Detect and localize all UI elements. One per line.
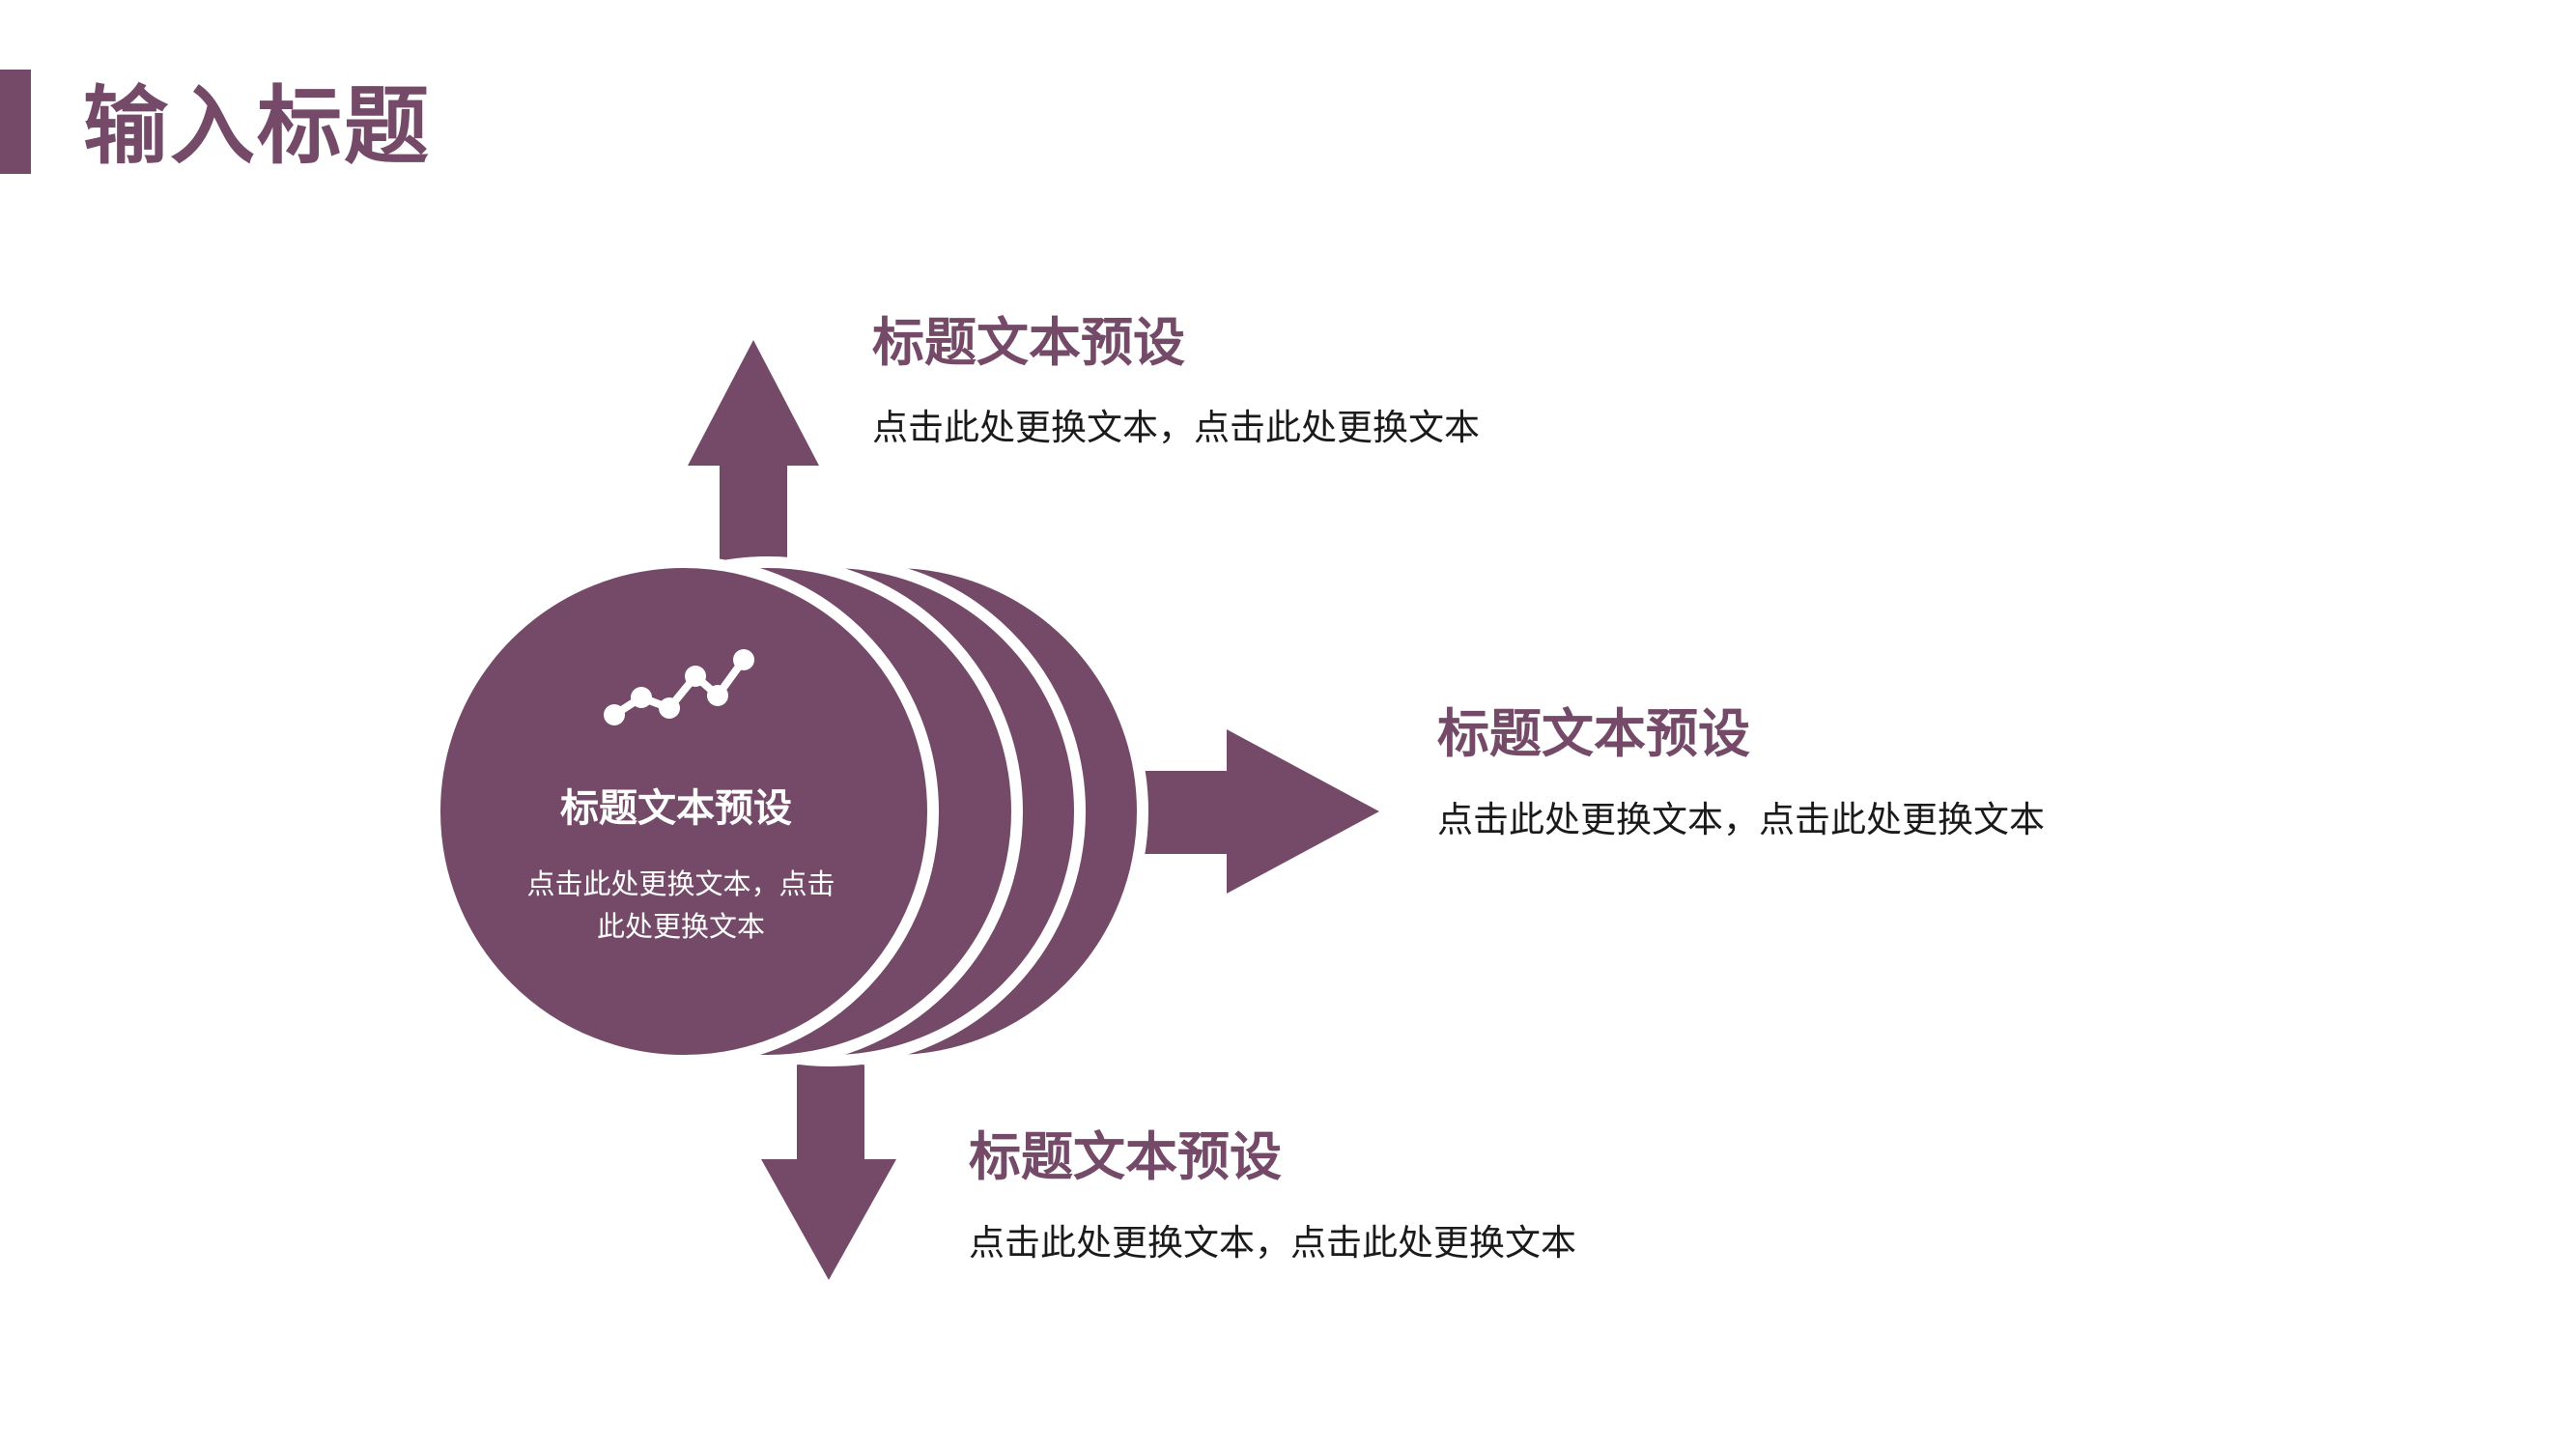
line-chart-icon (604, 649, 754, 725)
item-up-title: 标题文本预设 (872, 312, 1185, 373)
title-accent-bar (0, 70, 31, 174)
center-title: 标题文本预设 (560, 786, 792, 831)
item-down-description: 点击此处更换文本，点击此处更换文本 (969, 1222, 1576, 1264)
item-right-title: 标题文本预设 (1437, 703, 1750, 764)
item-down-title: 标题文本预设 (969, 1126, 1282, 1187)
item-up-description: 点击此处更换文本，点击此处更换文本 (872, 407, 1480, 448)
item-right-description: 点击此处更换文本，点击此处更换文本 (1437, 799, 2045, 840)
center-description: 点击此处更换文本，点击此处更换文本 (526, 867, 835, 943)
down-arrow (761, 1043, 896, 1280)
center-circle (429, 556, 939, 1066)
page-title: 输入标题 (83, 76, 432, 176)
